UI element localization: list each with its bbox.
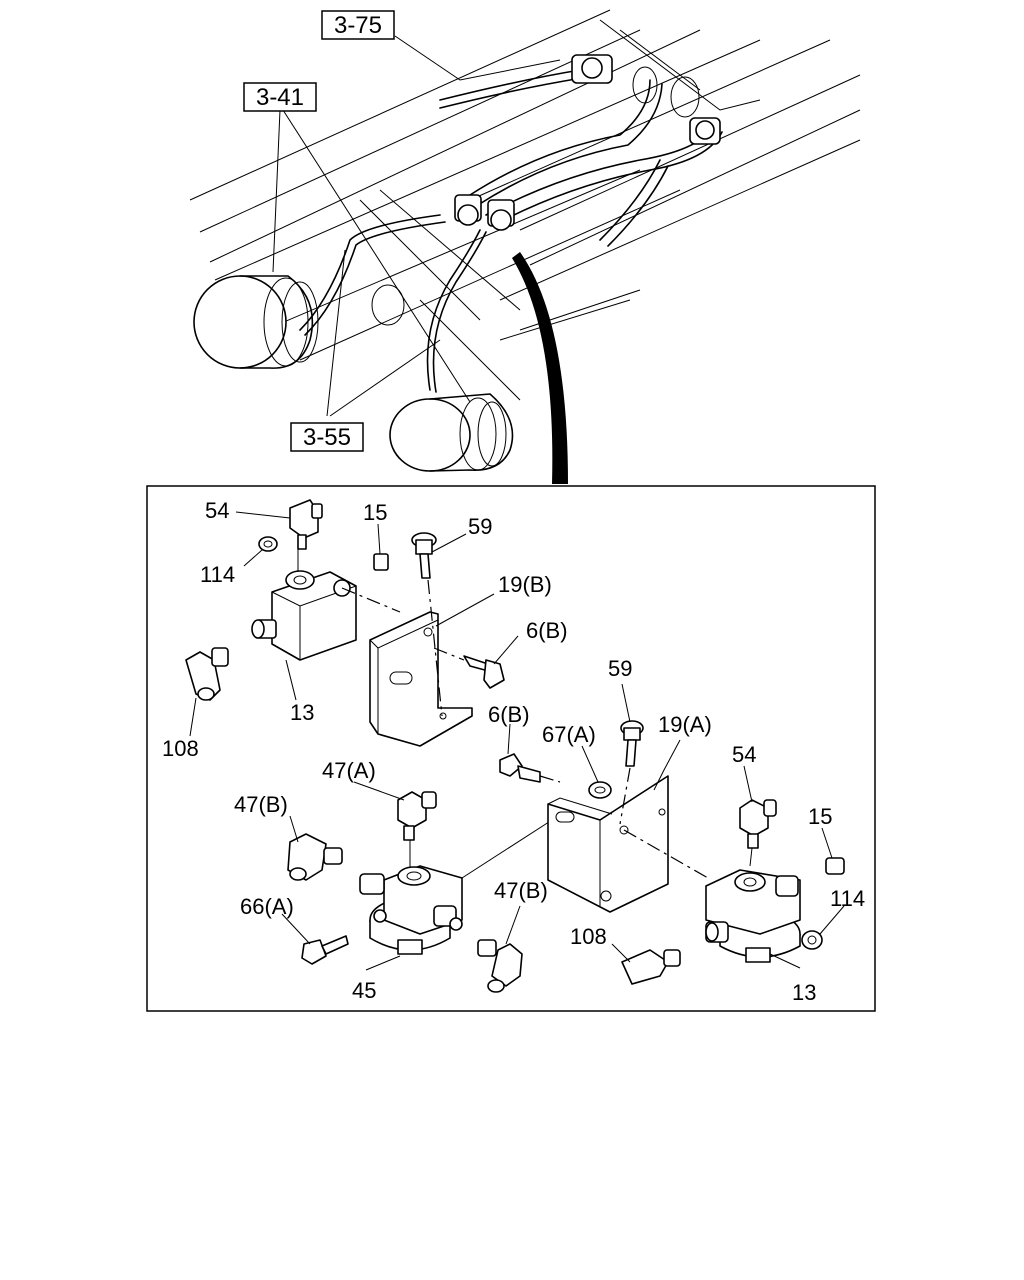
fitting-54-right [739, 799, 777, 867]
callout-leaders [189, 511, 845, 971]
callout-15-left[interactable]: 15 [363, 500, 387, 525]
callout-59-left[interactable]: 59 [468, 514, 492, 539]
fitting-54-left [289, 499, 323, 550]
fitting-47b-right [477, 939, 523, 993]
callout-108-left[interactable]: 108 [162, 736, 199, 761]
ref-label: 3-75 [334, 12, 382, 39]
nut-67a [588, 781, 612, 799]
callout-114-right[interactable]: 114 [830, 886, 865, 911]
callout-45[interactable]: 45 [352, 978, 376, 1003]
leader-arrow [512, 252, 568, 484]
callout-67a[interactable]: 67(A) [542, 722, 596, 747]
nut-114-left [258, 536, 278, 552]
callout-47b-right[interactable]: 47(B) [494, 878, 548, 903]
bolt-66a [301, 935, 349, 965]
fitting-108-left [185, 647, 229, 701]
callout-59-right[interactable]: 59 [608, 656, 632, 681]
plug-15-right [825, 857, 845, 875]
detail-frame [146, 485, 876, 1012]
callout-6b-mid[interactable]: 6(B) [488, 702, 530, 727]
ref-box-3-55[interactable]: 3-55 [290, 422, 364, 452]
fitting-108-right [621, 949, 681, 985]
ref-label: 3-55 [303, 424, 351, 451]
callout-19b[interactable]: 19(B) [498, 572, 552, 597]
callout-54-right[interactable]: 54 [732, 742, 756, 767]
callout-108-right[interactable]: 108 [570, 924, 607, 949]
nut-114-right [801, 930, 823, 950]
fitting-47b-left [287, 833, 343, 881]
callout-114-left[interactable]: 114 [200, 562, 235, 587]
ref-box-3-41[interactable]: 3-41 [243, 82, 317, 112]
bolt-59-right [619, 720, 644, 825]
callout-19a[interactable]: 19(A) [658, 712, 712, 737]
relay-valve-assembly [287, 791, 553, 993]
callout-13-left[interactable]: 13 [290, 700, 314, 725]
bracket-19a [547, 775, 669, 913]
bolt-6b-mid [499, 753, 561, 783]
ref-box-3-75[interactable]: 3-75 [321, 10, 395, 40]
callout-6b-left[interactable]: 6(B) [526, 618, 568, 643]
bracket-19b [369, 611, 473, 747]
callout-labels: 54 15 114 59 19(B) 6(B) 13 108 59 6(B) 6… [162, 498, 865, 1005]
valve-13-right [705, 869, 801, 963]
callout-15-right[interactable]: 15 [808, 804, 832, 829]
chassis-overview [189, 9, 861, 484]
callout-13-right[interactable]: 13 [792, 980, 816, 1005]
valve-13-left [251, 545, 357, 661]
right-valve-assembly [621, 799, 845, 985]
callout-47b-left[interactable]: 47(B) [234, 792, 288, 817]
callout-47a[interactable]: 47(A) [322, 758, 376, 783]
fitting-47a [397, 791, 437, 868]
ref-label: 3-41 [256, 84, 304, 111]
valve-45 [359, 865, 463, 955]
callout-54-left[interactable]: 54 [205, 498, 229, 523]
callout-66a[interactable]: 66(A) [240, 894, 294, 919]
plug-15-left [373, 553, 389, 571]
left-valve-assembly [185, 499, 505, 747]
bolt-6b-left [433, 647, 505, 689]
bolt-59-left [411, 532, 443, 717]
